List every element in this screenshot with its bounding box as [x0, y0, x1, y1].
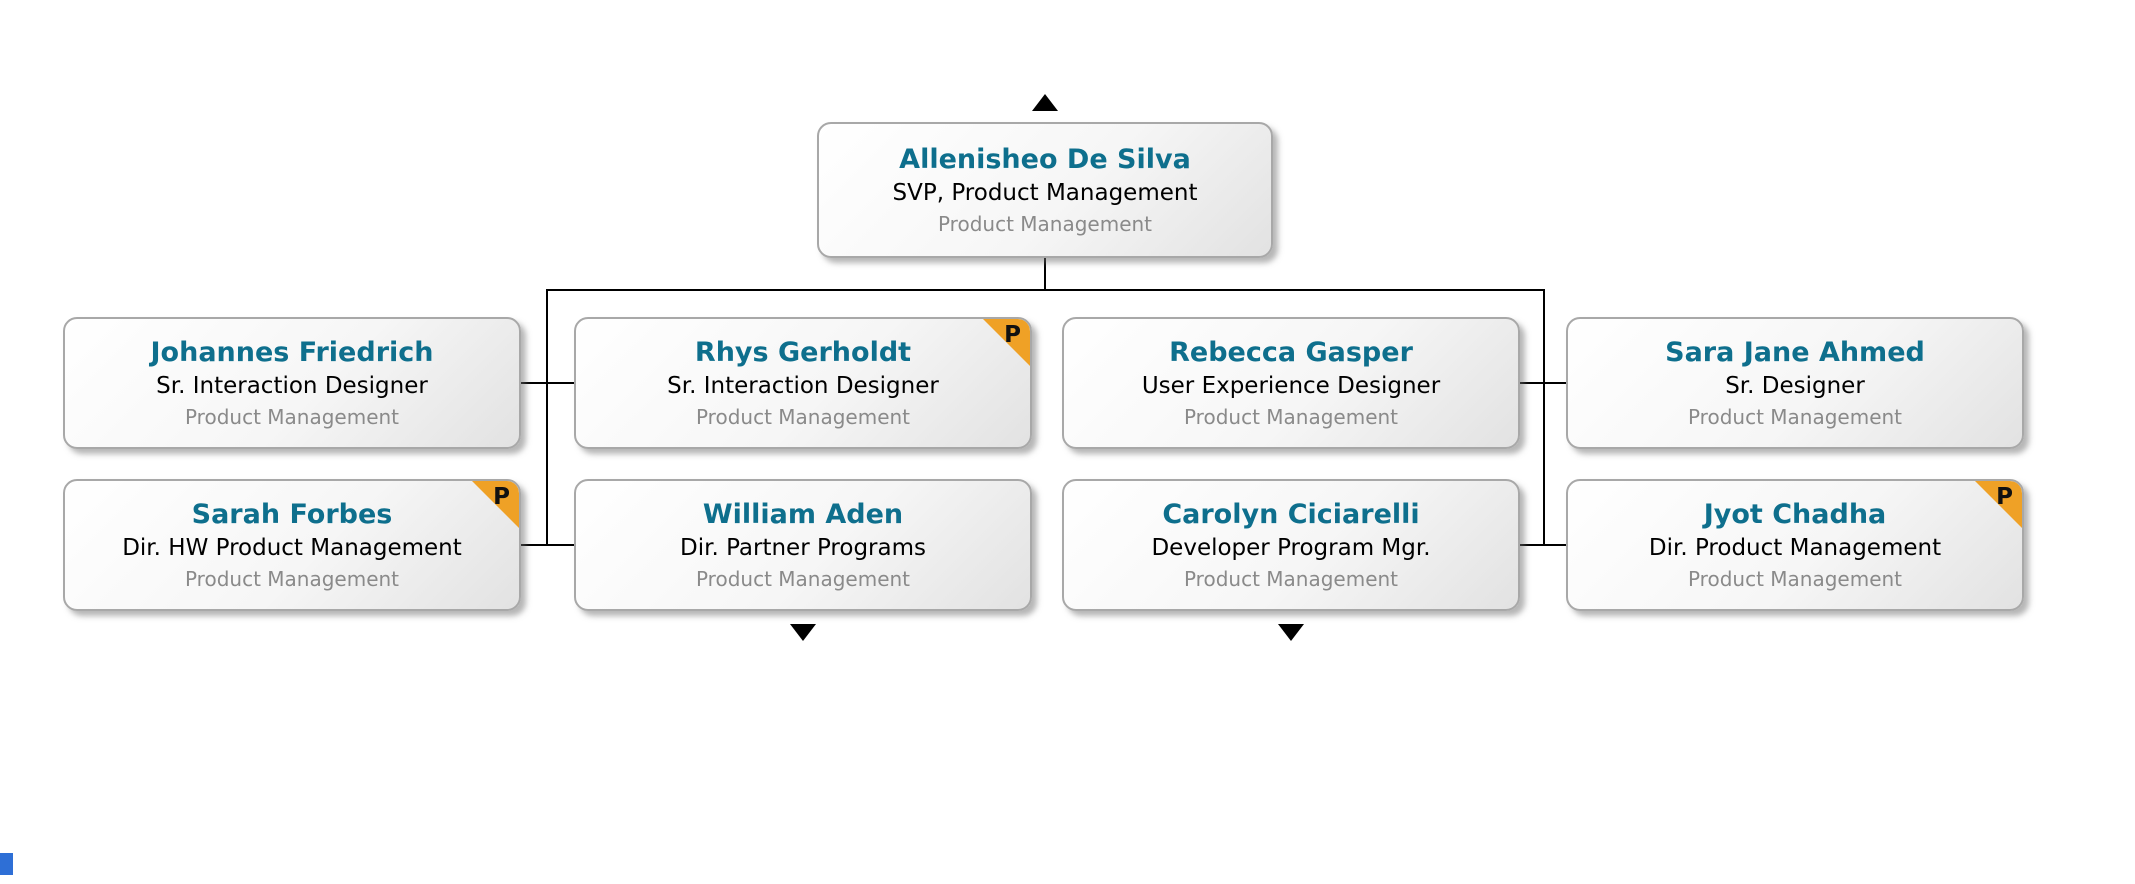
person-department: Product Management — [1687, 567, 1903, 592]
person-title: SVP, Product Management — [892, 180, 1198, 207]
person-name: Sarah Forbes — [191, 498, 393, 530]
connector-row2-left-stub — [521, 544, 575, 546]
person-name: Johannes Friedrich — [150, 336, 434, 368]
org-node-sarah-forbes[interactable]: P Sarah Forbes Dir. HW Product Managemen… — [63, 479, 521, 611]
bottom-left-blue-marker — [0, 853, 13, 875]
person-department: Product Management — [937, 212, 1153, 237]
person-title: User Experience Designer — [1141, 373, 1441, 400]
org-node-rhys-gerholdt[interactable]: P Rhys Gerholdt Sr. Interaction Designer… — [574, 317, 1032, 449]
connector-trunk-right — [1543, 289, 1545, 546]
org-node-carolyn-ciciarelli[interactable]: Carolyn Ciciarelli Developer Program Mgr… — [1062, 479, 1520, 611]
partner-badge-letter: P — [1004, 322, 1021, 348]
partner-badge-letter: P — [1996, 484, 2013, 510]
person-name: William Aden — [702, 498, 904, 530]
person-title: Sr. Interaction Designer — [667, 373, 939, 400]
person-name: Jyot Chadha — [1703, 498, 1887, 530]
person-title: Sr. Interaction Designer — [156, 373, 428, 400]
person-name: Carolyn Ciciarelli — [1162, 498, 1420, 530]
person-title: Sr. Designer — [1725, 373, 1865, 400]
partner-badge-icon: P — [983, 319, 1030, 366]
org-node-johannes-friedrich[interactable]: Johannes Friedrich Sr. Interaction Desig… — [63, 317, 521, 449]
connector-row1-right-stub — [1520, 382, 1568, 384]
org-node-jyot-chadha[interactable]: P Jyot Chadha Dir. Product Management Pr… — [1566, 479, 2024, 611]
person-department: Product Management — [695, 405, 911, 430]
person-department: Product Management — [1183, 405, 1399, 430]
person-title: Dir. Partner Programs — [680, 535, 926, 562]
person-department: Product Management — [1687, 405, 1903, 430]
person-name: Allenisheo De Silva — [899, 143, 1191, 175]
person-title: Dir. HW Product Management — [122, 535, 462, 562]
person-department: Product Management — [184, 567, 400, 592]
down-triangle-icon-carolyn-ciciarelli[interactable] — [1278, 624, 1304, 641]
partner-badge-letter: P — [493, 484, 510, 510]
org-node-william-aden[interactable]: William Aden Dir. Partner Programs Produ… — [574, 479, 1032, 611]
partner-badge-icon: P — [472, 481, 519, 528]
connector-row1-left-stub — [521, 382, 575, 384]
person-name: Rebecca Gasper — [1169, 336, 1413, 368]
person-title: Dir. Product Management — [1648, 535, 1942, 562]
person-department: Product Management — [1183, 567, 1399, 592]
person-department: Product Management — [695, 567, 911, 592]
org-node-rebecca-gasper[interactable]: Rebecca Gasper User Experience Designer … — [1062, 317, 1520, 449]
partner-badge-icon: P — [1975, 481, 2022, 528]
org-node-sara-jane-ahmed[interactable]: Sara Jane Ahmed Sr. Designer Product Man… — [1566, 317, 2024, 449]
person-name: Sara Jane Ahmed — [1665, 336, 1925, 368]
org-node-allenisheo-de-silva[interactable]: Allenisheo De Silva SVP, Product Managem… — [817, 122, 1273, 258]
down-triangle-icon-william-aden[interactable] — [790, 624, 816, 641]
person-name: Rhys Gerholdt — [694, 336, 912, 368]
connector-main-horizontal — [546, 289, 1545, 291]
person-title: Developer Program Mgr. — [1151, 535, 1431, 562]
connector-trunk-left — [546, 289, 548, 546]
connector-row2-right-stub — [1520, 544, 1568, 546]
person-department: Product Management — [184, 405, 400, 430]
connector-root-stub — [1044, 258, 1046, 290]
up-triangle-icon-parent[interactable] — [1032, 94, 1058, 111]
